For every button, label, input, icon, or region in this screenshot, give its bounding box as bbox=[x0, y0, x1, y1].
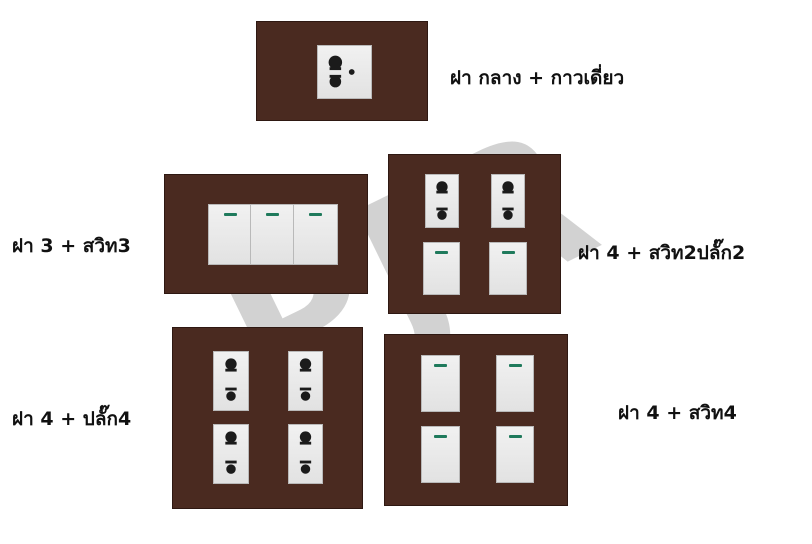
caption-switch2-socket2: ฝา 4 + สวิท2ปลั๊ก2 bbox=[578, 242, 746, 264]
switch-icon bbox=[250, 204, 294, 265]
switch-icon bbox=[421, 426, 460, 483]
plate-single-socket bbox=[256, 21, 428, 121]
socket-icon bbox=[425, 174, 459, 228]
caption-socket4: ฝา 4 + ปลั๊ก4 bbox=[12, 408, 132, 430]
socket-icon bbox=[213, 424, 249, 484]
plate-switch4 bbox=[384, 334, 568, 506]
socket-icon bbox=[317, 45, 372, 99]
plate-three-switch bbox=[164, 174, 368, 294]
switch-icon bbox=[423, 242, 460, 295]
caption-switch4: ฝา 4 + สวิท4 bbox=[618, 402, 737, 424]
switch-icon bbox=[496, 355, 534, 412]
socket-icon bbox=[213, 351, 249, 411]
socket-icon bbox=[288, 424, 323, 484]
switch-icon bbox=[489, 242, 527, 295]
socket-icon bbox=[288, 351, 323, 411]
caption-three-switch: ฝา 3 + สวิท3 bbox=[12, 235, 131, 257]
caption-top: ฝา กลาง + กาวเดี่ยว bbox=[450, 67, 625, 89]
switch-icon bbox=[496, 426, 534, 483]
switch-icon bbox=[421, 355, 460, 412]
switch-icon bbox=[208, 204, 252, 265]
socket-icon bbox=[491, 174, 525, 228]
plate-socket4 bbox=[172, 327, 363, 509]
switch-icon bbox=[293, 204, 338, 265]
plate-switch2-socket2 bbox=[388, 154, 561, 314]
